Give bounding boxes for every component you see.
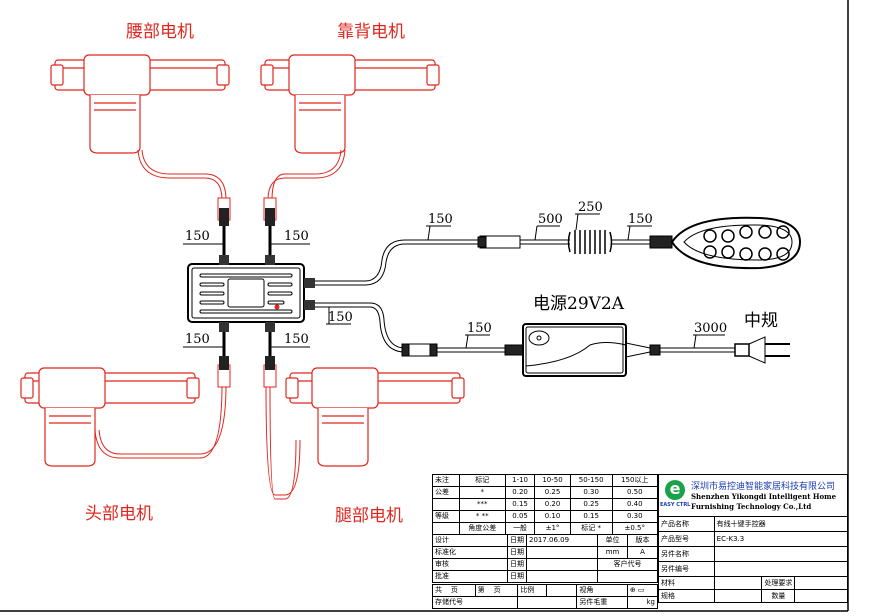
handset-key-1	[703, 229, 717, 243]
angle-tolerance-row: 角度公差一般±1°标记 *±0.5°	[432, 522, 659, 535]
logo-text: EASY CTRL	[660, 502, 691, 508]
company-name-en-2: Furnishing Technology Co.,Ltd	[691, 502, 812, 511]
dim-handset-end: 150	[628, 212, 653, 227]
dim-m3: 150	[185, 332, 210, 347]
handset-key-2	[721, 229, 735, 243]
motor-cables	[94, 149, 346, 500]
motor-connectors	[217, 197, 277, 388]
dim-power-out: 150	[328, 310, 353, 325]
handset-key-8	[739, 247, 753, 261]
company-name-en-1: Shenzhen Yikongdi Intelligent Home	[691, 492, 837, 501]
dim-handset-ext: 500	[538, 212, 563, 227]
handset-key-10	[776, 247, 790, 261]
motor-head	[20, 367, 200, 467]
motor-label-lumbar: 腰部电机	[126, 22, 194, 42]
dim-handset-cable: 150	[428, 212, 453, 227]
dim-m2: 150	[284, 229, 309, 244]
dim-mains: 3000	[694, 321, 728, 336]
dim-power-in: 150	[467, 321, 492, 336]
handset-key-3	[739, 225, 753, 239]
plug-label: 中规	[744, 311, 778, 331]
handset-key-7	[721, 245, 735, 259]
dim-handset-coil: 250	[578, 200, 603, 215]
motor-label-leg: 腿部电机	[335, 506, 403, 526]
power-cable	[315, 302, 790, 377]
handset-key-6	[703, 245, 717, 259]
handset-key-9	[758, 247, 772, 261]
handset-cable	[315, 230, 673, 286]
motor-lumbar	[50, 54, 230, 154]
dim-m1: 150	[185, 229, 210, 244]
company-name-cn: 深圳市易控迪智能家居科技有限公司	[691, 482, 836, 492]
motor-leg	[285, 367, 465, 467]
motor-label-head: 头部电机	[85, 504, 153, 524]
handset	[670, 216, 802, 270]
company-header: e EASY CTRL 深圳市易控迪智能家居科技有限公司 Shenzhen Yi…	[658, 474, 848, 517]
motor-backrest	[260, 54, 440, 154]
company-logo: e	[665, 480, 685, 500]
handset-key-4	[758, 225, 772, 239]
dim-m4: 150	[284, 332, 309, 347]
motor-label-backrest: 靠背电机	[337, 22, 405, 42]
handset-key-5	[776, 225, 790, 239]
power-supply-label: 电源29V2A	[533, 294, 625, 314]
dimension-lines	[183, 213, 725, 349]
control-box	[187, 255, 315, 332]
